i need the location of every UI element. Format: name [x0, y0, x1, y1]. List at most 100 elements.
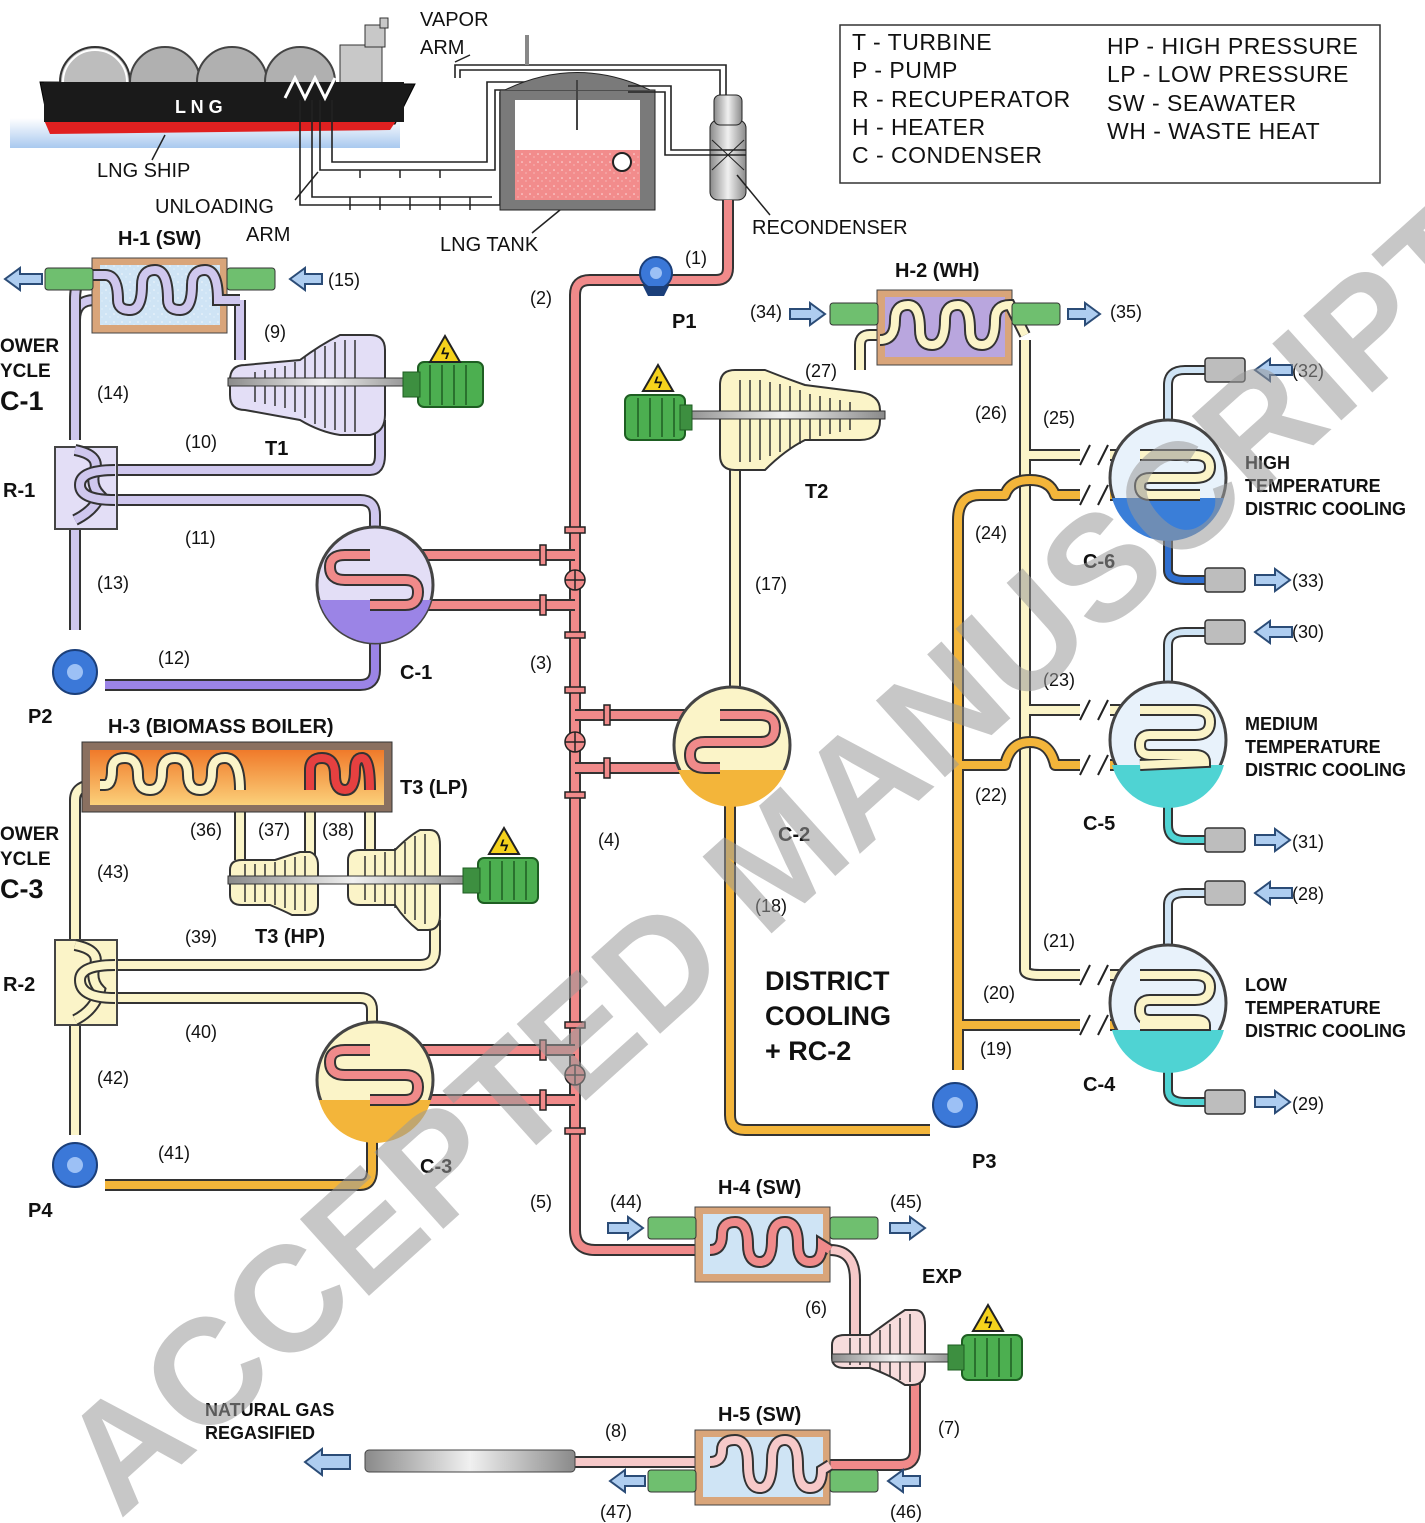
c1-label: C-1 — [400, 662, 432, 684]
stream-label: (21) — [1043, 931, 1075, 951]
p2-label: P2 — [28, 706, 52, 728]
stream-label: (10) — [185, 432, 217, 452]
unloading-arm-label: ARM — [246, 224, 290, 246]
stream-label: (38) — [322, 820, 354, 840]
stream-label: (42) — [97, 1068, 129, 1088]
legend-item: P - PUMP — [852, 57, 958, 83]
lng-ship-icon: L N G — [40, 18, 415, 134]
stream-label: (41) — [158, 1143, 190, 1163]
stream-label: (11) — [185, 528, 216, 548]
t1-label: T1 — [265, 438, 288, 460]
rc3-label: YCLE — [0, 849, 51, 870]
p1-label: P1 — [672, 311, 696, 333]
svg-text:ϟ: ϟ — [500, 838, 509, 855]
stream-label: (1) — [685, 248, 707, 268]
c5-label: C-5 — [1083, 813, 1115, 835]
equipment-labels: H-1 (SW) H-2 (WH) H-3 (BIOMASS BOILER) H… — [3, 228, 1116, 1426]
stream-label: (3) — [530, 653, 552, 673]
medium-temp-label: MEDIUM — [1245, 714, 1318, 734]
exp-label: EXP — [922, 1266, 962, 1288]
rc3-label: OWER — [0, 824, 59, 845]
turbine-t1 — [228, 335, 418, 435]
stream-label: (9) — [264, 322, 286, 342]
stream-label: (5) — [530, 1192, 552, 1212]
generator-t3 — [463, 858, 538, 903]
p3-label: P3 — [972, 1151, 996, 1173]
pump-p4 — [53, 1143, 97, 1187]
h4-label: H-4 (SW) — [718, 1177, 801, 1199]
condenser-c5 — [1110, 682, 1226, 808]
vapor-arm-label: ARM — [420, 37, 464, 59]
stream-label: (13) — [97, 573, 129, 593]
stream-label: (28) — [1292, 884, 1324, 904]
stream-label: (36) — [190, 820, 222, 840]
stream-label: (6) — [805, 1298, 827, 1318]
stream-label: (37) — [258, 820, 290, 840]
output-pipe — [365, 1450, 575, 1472]
unloading-arm-label: UNLOADING — [155, 196, 274, 218]
pump-p1 — [640, 257, 672, 296]
stream-label: (40) — [185, 1022, 217, 1042]
legend: T - TURBINE P - PUMP R - RECUPERATOR H -… — [840, 25, 1380, 183]
svg-text:ϟ: ϟ — [984, 1315, 993, 1332]
stream-label: (46) — [890, 1502, 922, 1522]
stream-label: (4) — [598, 830, 620, 850]
stream-label: (12) — [158, 648, 190, 668]
legend-item: R - RECUPERATOR — [852, 86, 1071, 112]
stream-label: (7) — [938, 1418, 960, 1438]
district-cooling-label: + RC-2 — [765, 1036, 851, 1066]
stream-label: (15) — [328, 270, 360, 290]
stream-label: (2) — [530, 288, 552, 308]
c4-label: C-4 — [1083, 1074, 1116, 1096]
legend-item: C - CONDENSER — [852, 142, 1043, 168]
low-temp-label: DISTRIC COOLING — [1245, 1021, 1406, 1041]
legend-item: SW - SEAWATER — [1107, 90, 1297, 116]
t3-lp-label: T3 (LP) — [400, 777, 468, 799]
stream-label: (44) — [610, 1192, 642, 1212]
h5-label: H-5 (SW) — [718, 1404, 801, 1426]
warning-icon: ϟ — [973, 1305, 1003, 1332]
stream-label: (14) — [97, 383, 129, 403]
stream-label: (43) — [97, 862, 129, 882]
stream-label: (8) — [605, 1421, 627, 1441]
stream-label: (31) — [1292, 832, 1324, 852]
stream-label: (47) — [600, 1502, 632, 1522]
stream-label: (39) — [185, 927, 217, 947]
stream-label: (19) — [980, 1039, 1012, 1059]
h3-label: H-3 (BIOMASS BOILER) — [108, 716, 334, 738]
turbine-t2 — [680, 370, 885, 470]
stream-label: (45) — [890, 1192, 922, 1212]
lng-terminal: L N G — [10, 18, 770, 233]
district-cooling-label: COOLING — [765, 1001, 891, 1031]
generator-t2 — [625, 395, 692, 440]
rc1-label: YCLE — [0, 361, 51, 382]
h2-label: H-2 (WH) — [895, 260, 979, 282]
r1-label: R-1 — [3, 480, 35, 502]
warning-icon: ϟ — [489, 828, 519, 855]
rc3-label: C-3 — [0, 874, 44, 904]
warning-icon: ϟ — [643, 365, 673, 392]
lng-tank-label: LNG TANK — [440, 234, 539, 256]
legend-item: LP - LOW PRESSURE — [1107, 61, 1349, 87]
stream-label: (27) — [805, 361, 837, 381]
recuperator-r1 — [55, 447, 117, 529]
low-temp-label: TEMPERATURE — [1245, 998, 1381, 1018]
t3-hp-label: T3 (HP) — [255, 926, 325, 948]
stream-label: (25) — [1043, 408, 1075, 428]
medium-temp-label: TEMPERATURE — [1245, 737, 1381, 757]
svg-text:ϟ: ϟ — [654, 375, 663, 392]
h1-label: H-1 (SW) — [118, 228, 201, 250]
t2-label: T2 — [805, 481, 828, 503]
lng-ship-label: LNG SHIP — [97, 160, 190, 182]
turbine-t3-lp — [228, 830, 478, 930]
stream-label: (35) — [1110, 302, 1142, 322]
stream-label: (26) — [975, 403, 1007, 423]
stream-label: (20) — [983, 983, 1015, 1003]
condenser-c4 — [1110, 945, 1226, 1073]
recuperator-r2 — [55, 940, 117, 1025]
generator-exp — [948, 1335, 1022, 1380]
low-temp-label: LOW — [1245, 975, 1287, 995]
legend-item: HP - HIGH PRESSURE — [1107, 33, 1358, 59]
rc1-label: C-1 — [0, 386, 44, 416]
legend-item: WH - WASTE HEAT — [1107, 118, 1320, 144]
